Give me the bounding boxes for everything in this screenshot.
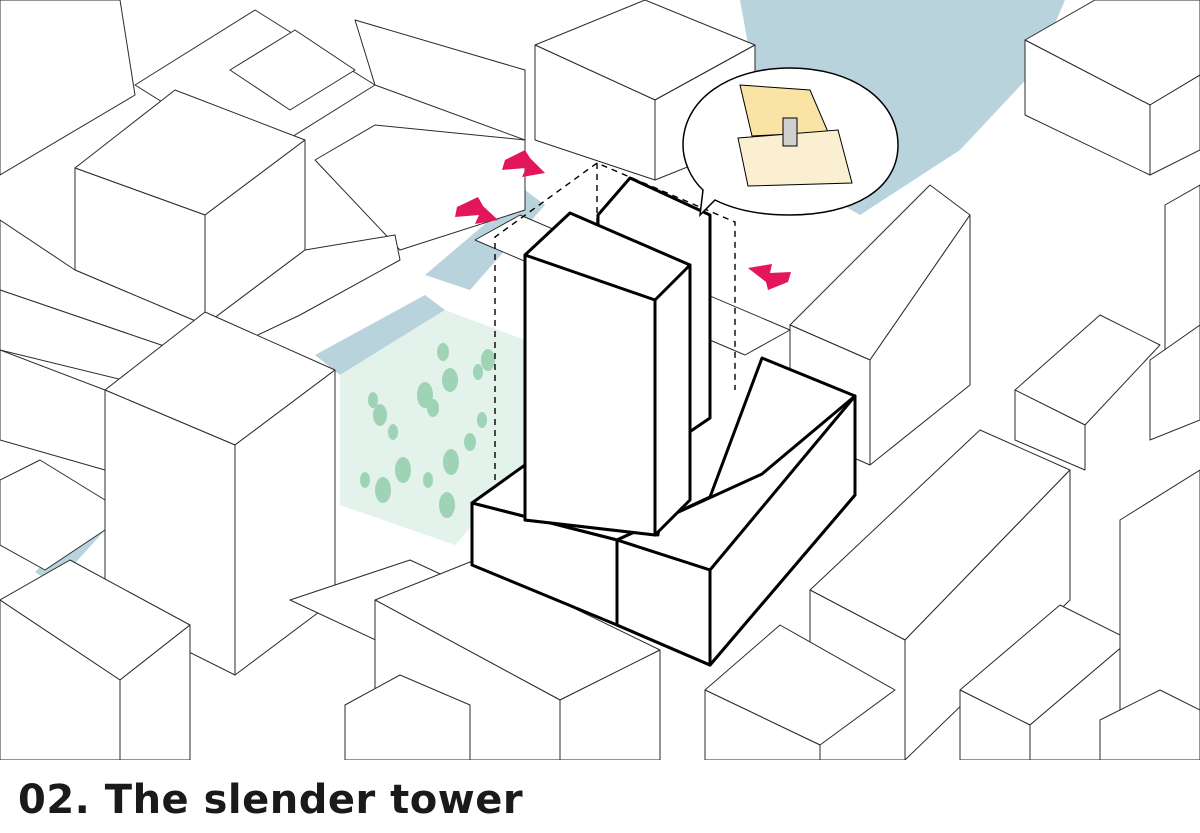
project-building: [470, 176, 857, 667]
urban-massing-diagram: [0, 0, 1200, 760]
canal-park: [315, 295, 445, 375]
context-buildings: [0, 0, 1200, 760]
floor-plan-lower: [737, 129, 853, 187]
park: [340, 310, 525, 545]
diagram-caption: 02. The slender tower: [18, 777, 524, 823]
floor-plan-core: [782, 117, 798, 147]
tree-icon: [360, 343, 495, 518]
view-arrow-icon: [455, 150, 791, 290]
floor-plan-bubble-icon: [682, 67, 899, 218]
